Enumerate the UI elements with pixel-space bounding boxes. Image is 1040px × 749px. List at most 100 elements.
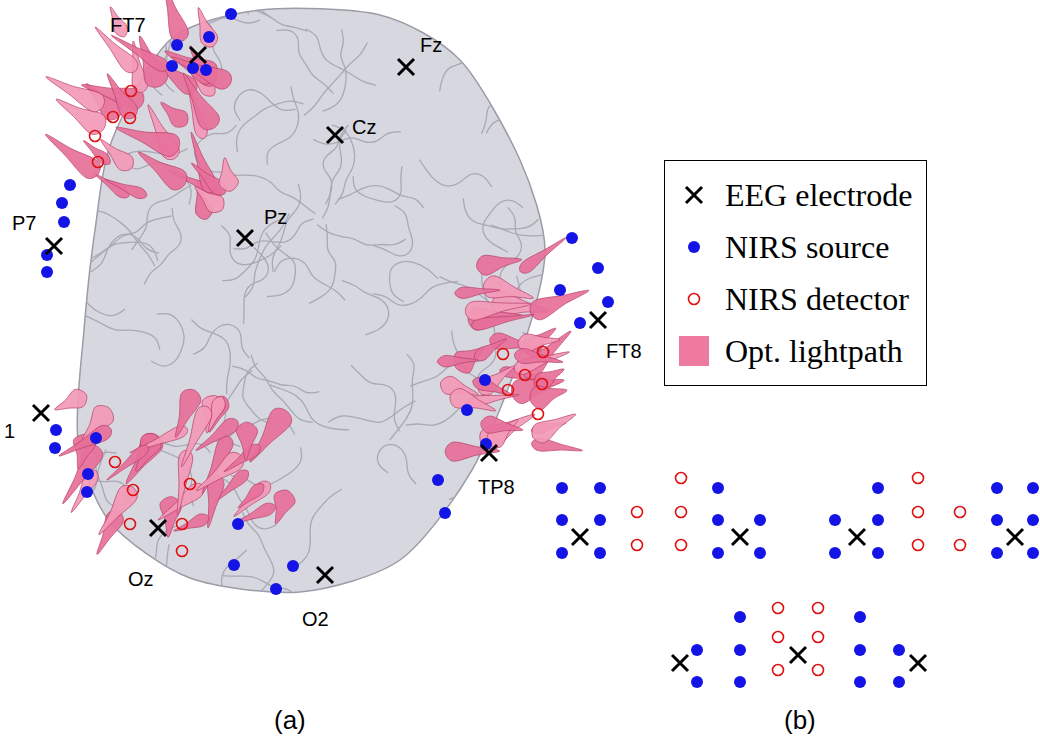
nirs-source	[270, 583, 282, 595]
nirs-detector	[125, 113, 136, 124]
gyrus-line	[309, 224, 336, 303]
legend-row: Opt. lightpath	[677, 325, 912, 377]
gyrus-line	[328, 401, 415, 423]
legend-row: NIRS detector	[677, 273, 912, 325]
nirs-source	[432, 474, 444, 486]
eeg-electrode	[46, 238, 62, 254]
gyrus-line	[486, 120, 565, 152]
gyrus-line	[351, 365, 399, 431]
electrode-label: Cz	[352, 116, 376, 138]
legend-row: NIRS source	[677, 221, 912, 273]
gyrus-line	[277, 30, 334, 93]
nirs-source	[461, 404, 473, 416]
nirs-source	[554, 284, 566, 296]
nirs-source	[712, 482, 724, 494]
eeg-electrode	[317, 567, 333, 583]
nirs-detector	[773, 665, 784, 676]
optical-lightpath	[450, 389, 496, 411]
gyrus-line	[394, 567, 480, 581]
nirs-source	[187, 62, 199, 74]
legend-swatch	[679, 336, 709, 366]
nirs-detector	[177, 519, 188, 530]
electrode-label: O2	[302, 608, 329, 630]
eeg-electrode	[33, 405, 49, 421]
optical-lightpath	[474, 339, 506, 361]
nirs-detector	[503, 385, 514, 396]
nirs-source	[41, 266, 53, 278]
nirs-detector	[533, 409, 544, 420]
nirs-source	[688, 241, 700, 253]
gyrus-line	[323, 125, 348, 204]
nirs-source	[566, 232, 578, 244]
gyrus-line	[112, 544, 169, 614]
gyrus-line	[342, 281, 389, 335]
optical-lightpath	[138, 152, 187, 190]
nirs-source	[829, 514, 841, 526]
optical-lightpath	[455, 287, 500, 298]
optical-lightpath	[161, 102, 188, 127]
gyrus-line	[232, 366, 319, 393]
gyrus-line	[237, 101, 304, 152]
optical-lightpath	[530, 386, 567, 410]
eeg-electrode	[327, 127, 343, 143]
eeg-electrode	[910, 655, 926, 671]
nirs-source	[734, 644, 746, 656]
gyrus-line	[378, 445, 417, 484]
nirs-source	[556, 482, 568, 494]
gyrus-line	[491, 201, 560, 236]
gyrus-line	[243, 512, 274, 593]
optical-lightpath	[198, 8, 218, 48]
legend-text: NIRS detector	[725, 281, 909, 318]
nirs-source	[225, 8, 237, 20]
gyrus-line	[305, 29, 375, 85]
nirs-detector	[813, 632, 824, 643]
gyrus-line	[234, 90, 295, 121]
eeg-electrode	[481, 445, 497, 461]
electrode-label: P7	[12, 212, 36, 234]
eeg-electrode	[732, 529, 748, 545]
optical-lightpath	[171, 57, 231, 89]
nirs-detector	[955, 507, 966, 518]
legend-text: EEG electrode	[725, 177, 912, 214]
nirs-detector	[128, 485, 139, 496]
optical-lightpath	[174, 514, 209, 531]
gyrus-line	[418, 543, 465, 591]
gyrus-line	[419, 160, 491, 187]
nirs-source	[64, 179, 76, 191]
optical-lightpath	[219, 158, 238, 192]
nirs-source	[893, 676, 905, 688]
nirs-source	[754, 514, 766, 526]
nirs-detector	[813, 665, 824, 676]
electrode-label: Pz	[264, 206, 287, 228]
nirs-source	[203, 31, 215, 43]
gyrus-line	[490, 0, 540, 37]
electrode-label: 1	[4, 420, 15, 442]
gyrus-line	[173, 8, 260, 23]
nirs-detector	[676, 473, 687, 484]
optical-lightpath	[274, 490, 295, 524]
nirs-detector	[913, 540, 924, 551]
nirs-detector	[632, 507, 643, 518]
nirs-source	[754, 547, 766, 559]
gyrus-line	[193, 325, 249, 359]
gyrus-line	[144, 208, 181, 285]
electrode-label: TP8	[478, 476, 515, 498]
gyrus-line	[295, 489, 341, 566]
electrode-label: Oz	[128, 568, 154, 590]
nirs-detector	[913, 473, 924, 484]
nirs-source	[691, 676, 703, 688]
nirs-detector	[110, 457, 121, 468]
gyrus-line	[353, 166, 402, 202]
optical-lightpath	[107, 445, 149, 480]
eeg-electrode	[790, 647, 806, 663]
legend-symbol	[677, 282, 711, 316]
optical-lightpath	[105, 179, 147, 198]
gyrus-line	[374, 206, 413, 256]
nirs-source	[479, 374, 491, 386]
legend-symbol	[677, 178, 711, 212]
gyrus-line	[338, 186, 424, 208]
nirs-source	[872, 514, 884, 526]
nirs-source	[829, 547, 841, 559]
nirs-source	[232, 518, 244, 530]
nirs-source	[691, 644, 703, 656]
